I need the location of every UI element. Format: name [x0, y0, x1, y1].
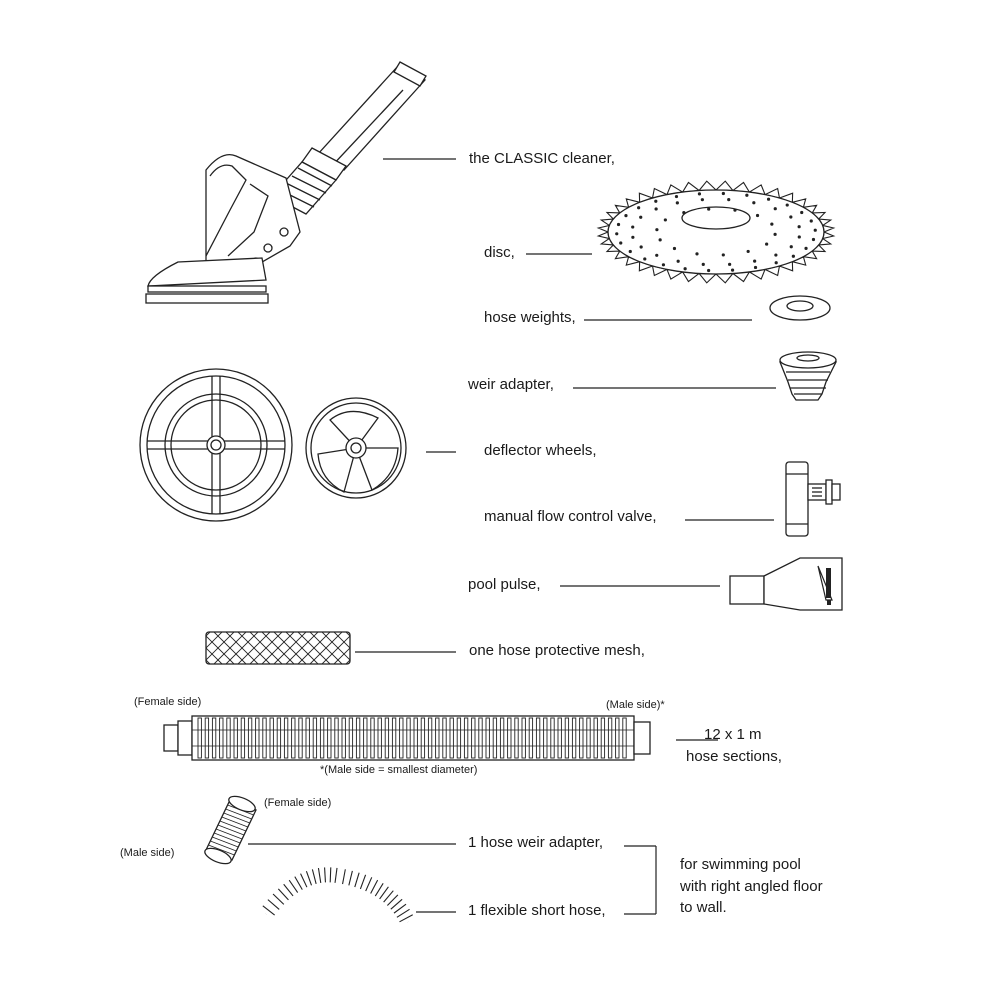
deflector-wheel-large	[139, 368, 293, 522]
note-line-3: to wall.	[680, 899, 727, 916]
hose-section-illustration	[163, 715, 651, 761]
hose-male-side-note: (Male side)*	[606, 699, 665, 711]
label-disc: disc,	[484, 244, 515, 261]
disc-spikes	[596, 180, 836, 284]
note-line-1: for swimming pool	[680, 856, 801, 873]
label-hose-weights: hose weights,	[484, 309, 576, 326]
label-pool-pulse: pool pulse,	[468, 576, 541, 593]
label-protective-mesh: one hose protective mesh,	[469, 642, 645, 659]
pool-pulse-illustration	[729, 557, 843, 611]
flexible-short-hose-illustration	[261, 867, 413, 925]
note-line-2: with right angled floor	[680, 878, 823, 895]
protective-mesh-illustration	[205, 631, 351, 665]
hose-female-side-note: (Female side)	[134, 696, 202, 708]
label-hose-sections-qty: 12 x 1 m	[704, 726, 762, 743]
hose-footnote: *(Male side = smallest diameter)	[320, 764, 478, 776]
leader-lines	[248, 158, 776, 915]
classic-cleaner-illustration	[145, 61, 427, 304]
weir-adapter-illustration	[779, 351, 838, 401]
label-hose-weir-adapter: 1 hose weir adapter,	[468, 834, 604, 851]
label-flow-valve: manual flow control valve,	[484, 508, 657, 525]
label-flexible-short-hose: 1 flexible short hose,	[468, 902, 606, 919]
hose-weir-adapter-illustration	[204, 795, 257, 865]
label-hose-sections: hose sections,	[686, 748, 782, 765]
disc-illustration	[596, 180, 836, 284]
adapter-male-side-note: (Male side)	[120, 847, 175, 859]
label-weir-adapter: weir adapter,	[468, 376, 554, 393]
label-deflector-wheels: deflector wheels,	[484, 442, 597, 459]
label-classic-cleaner: the CLASSIC cleaner,	[469, 150, 615, 167]
flow-valve-illustration	[785, 461, 841, 537]
adapter-female-side-note: (Female side)	[264, 797, 332, 809]
hose-weights-illustration	[769, 295, 831, 321]
deflector-wheel-small	[305, 397, 407, 499]
